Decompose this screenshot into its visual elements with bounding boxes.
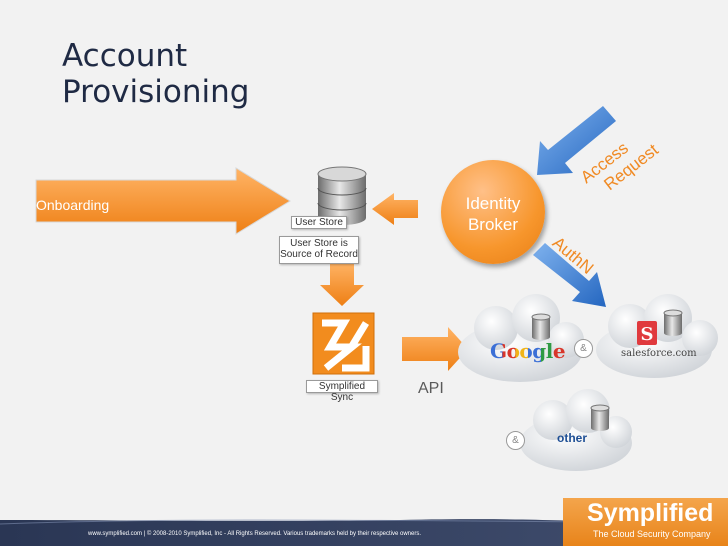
onboarding-arrow [35,167,291,235]
user-store-label: User Store [291,216,347,229]
identity-broker-line-1: Identity [465,194,521,213]
amp-badge-2: & [506,431,525,450]
user-store-note-line-2: Source of Record [280,249,358,260]
other-cloud-icon [520,389,632,471]
sync-label: Symplified Sync [306,380,378,403]
other-label: other [557,431,587,445]
salesforce-wordmark: salesforce.com [621,348,697,359]
google-wordmark: Google [490,339,566,363]
other-db-icon [590,404,610,431]
identity-broker-line-2: Broker [467,215,519,234]
google-cloud-icon [458,294,584,382]
google-logo: Google [490,339,566,363]
onboarding-label: Onboarding [36,197,110,213]
symplified-sync-icon [312,312,375,375]
salesforce-db-icon [663,309,683,336]
title-line-1: Account [62,38,188,74]
page-title: Account Provisioning [62,38,249,110]
authn-arrow [533,243,606,307]
brand-box [563,498,728,546]
store-to-sync-arrow [320,262,364,306]
google-db-icon [531,313,551,340]
identity-broker-label: Identity Broker [455,193,531,235]
title-line-2: Provisioning [62,74,250,110]
svg-text:S: S [641,324,654,345]
identity-broker-circle [441,160,545,264]
salesforce-cloud-icon [596,294,718,378]
footer-text: www.symplified.com | © 2008-2010 Symplif… [88,531,422,537]
brand-tagline: The Cloud Security Company [593,529,711,539]
brand-name: Symplified [587,499,714,527]
access-request-arrow [537,106,616,175]
salesforce-logo-icon: S [637,321,657,345]
user-store-note: User Store is Source of Record [279,236,359,264]
api-label: API [418,380,444,397]
broker-to-store-arrow [372,193,418,225]
user-store-note-line-1: User Store is [290,238,348,249]
amp-badge-1: & [574,339,593,358]
sync-to-api-arrow [402,327,468,371]
user-store-database-icon [317,166,367,225]
